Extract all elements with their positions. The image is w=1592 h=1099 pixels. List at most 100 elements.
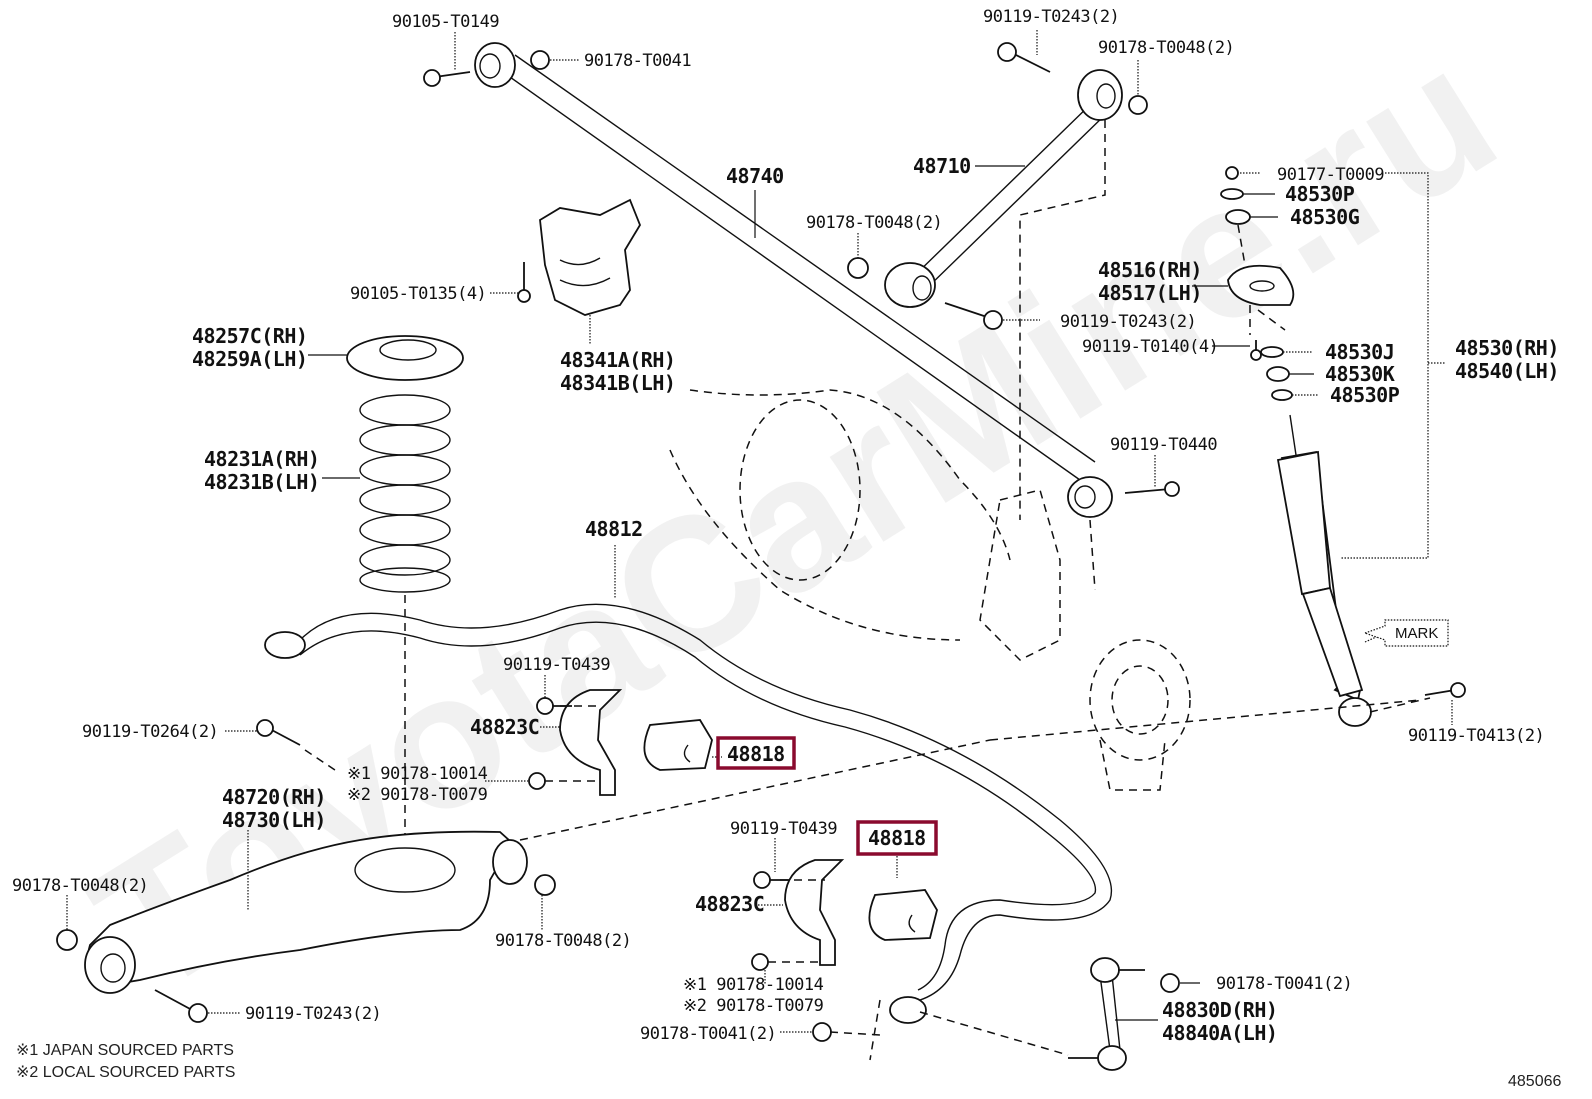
bolt-90119-T0140[interactable] <box>1250 340 1262 361</box>
stabilizer-bar-48812[interactable] <box>264 603 1113 1024</box>
label-90119-T0140[interactable]: 90119-T0140(4) <box>1082 337 1219 357</box>
nut-90178-T0048-mid[interactable] <box>847 257 869 279</box>
nut-90178-T0041[interactable] <box>530 50 550 70</box>
cushion-48530G[interactable] <box>1225 209 1251 225</box>
bolt-90119-T0243-top[interactable] <box>997 42 1051 73</box>
upper-arm-48710[interactable] <box>884 69 1123 308</box>
label-48341B[interactable]: 48341B(LH) <box>560 371 676 395</box>
label-48530P-bot[interactable]: 48530P <box>1330 383 1400 407</box>
bolt-90105-T0135[interactable] <box>517 262 531 303</box>
label-48257C[interactable]: 48257C(RH) <box>192 324 308 348</box>
label-90178-T0048-mid[interactable]: 90178-T0048(2) <box>806 213 943 233</box>
bracket-a-lines <box>545 705 600 782</box>
label-48720[interactable]: 48720(RH) <box>222 785 326 809</box>
shock-absorber-48530[interactable] <box>1276 414 1372 727</box>
label-48840A[interactable]: 48840A(LH) <box>1162 1021 1278 1045</box>
label-48530J[interactable]: 48530J <box>1325 340 1395 364</box>
label-48530[interactable]: 48530(RH) <box>1455 336 1559 360</box>
label-48516[interactable]: 48516(RH) <box>1098 258 1202 282</box>
upper-arm-dash <box>1019 120 1106 520</box>
leader-lines <box>66 30 1453 1033</box>
label-48530G[interactable]: 48530G <box>1290 205 1360 229</box>
label-48530P-top[interactable]: 48530P <box>1285 182 1355 206</box>
label-90119-T0413[interactable]: 90119-T0413(2) <box>1408 726 1545 746</box>
label-90178-T0041[interactable]: 90178-T0041 <box>584 51 692 71</box>
lower-arm-48720[interactable] <box>84 830 528 994</box>
label-90119-T0243-mid[interactable]: 90119-T0243(2) <box>1060 312 1197 332</box>
label-48818-a[interactable]: 48818 <box>727 742 785 766</box>
nut-90178-10014-a[interactable] <box>528 772 546 790</box>
shock-bolt-line <box>1369 697 1431 713</box>
label-90178-T0048-top[interactable]: 90178-T0048(2) <box>1098 38 1235 58</box>
stabilizer-link-48830D[interactable] <box>1068 957 1145 1071</box>
bolt-90119-T0413[interactable] <box>1424 682 1466 698</box>
note-japan-sourced: ※1 JAPAN SOURCED PARTS <box>16 1042 234 1059</box>
bolt-90105-T0149[interactable] <box>423 69 471 87</box>
label-90119-T0440[interactable]: 90119-T0440 <box>1110 435 1218 455</box>
nut-90178-T0048-left[interactable] <box>56 929 78 951</box>
washer-48530P-bot[interactable] <box>1271 389 1293 401</box>
mark-callout: MARK <box>1363 619 1449 647</box>
label-90178-T0079-a[interactable]: ※2 90178-T0079 <box>347 785 488 805</box>
label-90178-10014-a[interactable]: ※1 90178-10014 <box>347 764 488 784</box>
label-48231A[interactable]: 48231A(RH) <box>204 447 320 471</box>
bracket-48823C-a[interactable] <box>559 689 623 796</box>
label-48341A[interactable]: 48341A(RH) <box>560 348 676 372</box>
nut-90178-10014-b[interactable] <box>751 953 769 971</box>
label-90178-T0048-arm[interactable]: 90178-T0048(2) <box>495 931 632 951</box>
mark-label: MARK <box>1395 625 1438 642</box>
label-90177-T0009[interactable]: 90177-T0009 <box>1277 165 1385 185</box>
mount-alignment-lines <box>1237 224 1286 335</box>
bushing-48818-b[interactable] <box>868 889 938 941</box>
label-48231B[interactable]: 48231B(LH) <box>204 470 320 494</box>
label-90119-T0439-b[interactable]: 90119-T0439 <box>730 819 838 839</box>
bump-stopper-48341[interactable] <box>539 198 642 316</box>
lateral-rod-48740[interactable] <box>474 42 1113 518</box>
label-48730[interactable]: 48730(LH) <box>222 808 326 832</box>
nut-90177-T0009[interactable] <box>1225 166 1239 180</box>
label-48530K[interactable]: 48530K <box>1325 362 1395 386</box>
link-lines <box>869 999 1069 1061</box>
cushion-48530K[interactable] <box>1266 366 1290 382</box>
nut-90178-T0048-arm[interactable] <box>534 874 556 896</box>
label-90178-T0041-link[interactable]: 90178-T0041(2) <box>1216 974 1353 994</box>
label-90178-T0079-b[interactable]: ※2 90178-T0079 <box>683 996 824 1016</box>
highlight-box-48818-b <box>856 820 938 856</box>
label-48818-b[interactable]: 48818 <box>868 826 926 850</box>
coil-spring-48231A[interactable] <box>359 394 451 593</box>
nut-90178-T0041-link[interactable] <box>1160 973 1180 993</box>
label-90119-T0243-top[interactable]: 90119-T0243(2) <box>983 7 1120 27</box>
bolt-90119-T0243-bot[interactable] <box>154 989 208 1023</box>
strut-mount-48516[interactable] <box>1227 264 1295 306</box>
nut-90178-T0041-bot[interactable] <box>812 1022 832 1042</box>
spring-seat-48257C[interactable] <box>346 335 464 381</box>
label-48740[interactable]: 48740 <box>726 164 784 188</box>
label-48823C-a[interactable]: 48823C <box>470 715 540 739</box>
bolt-90119-T0243-mid[interactable] <box>944 302 1003 330</box>
bushing-48818-a[interactable] <box>643 719 713 771</box>
label-90178-T0041-bot[interactable]: 90178-T0041(2) <box>640 1024 777 1044</box>
cushion-48530J[interactable] <box>1260 346 1284 358</box>
diagram-reference-number: 485066 <box>1508 1073 1561 1090</box>
nut-90178-T0048-top[interactable] <box>1128 95 1148 115</box>
label-90119-T0264[interactable]: 90119-T0264(2) <box>82 722 219 742</box>
label-48710[interactable]: 48710 <box>913 154 971 178</box>
label-48830D[interactable]: 48830D(RH) <box>1162 998 1278 1022</box>
label-48540[interactable]: 48540(LH) <box>1455 359 1559 383</box>
label-48812[interactable]: 48812 <box>585 517 643 541</box>
label-90105-T0135[interactable]: 90105-T0135(4) <box>350 284 487 304</box>
bolt-90119-T0440[interactable] <box>1124 481 1180 497</box>
label-90119-T0439-a[interactable]: 90119-T0439 <box>503 655 611 675</box>
note-local-sourced: ※2 LOCAL SOURCED PARTS <box>16 1064 235 1081</box>
label-48517[interactable]: 48517(LH) <box>1098 281 1202 305</box>
label-90119-T0243-bot[interactable]: 90119-T0243(2) <box>245 1004 382 1024</box>
label-90178-T0048-left[interactable]: 90178-T0048(2) <box>12 876 149 896</box>
washer-48530P-top[interactable] <box>1220 188 1244 200</box>
label-90105-T0149[interactable]: 90105-T0149 <box>392 12 500 32</box>
label-48823C-b[interactable]: 48823C <box>695 892 765 916</box>
label-90178-10014-b[interactable]: ※1 90178-10014 <box>683 975 824 995</box>
label-48259A[interactable]: 48259A(LH) <box>192 347 308 371</box>
bolt-90119-T0264[interactable] <box>256 719 301 746</box>
bracket-48823C-b[interactable] <box>784 859 845 966</box>
